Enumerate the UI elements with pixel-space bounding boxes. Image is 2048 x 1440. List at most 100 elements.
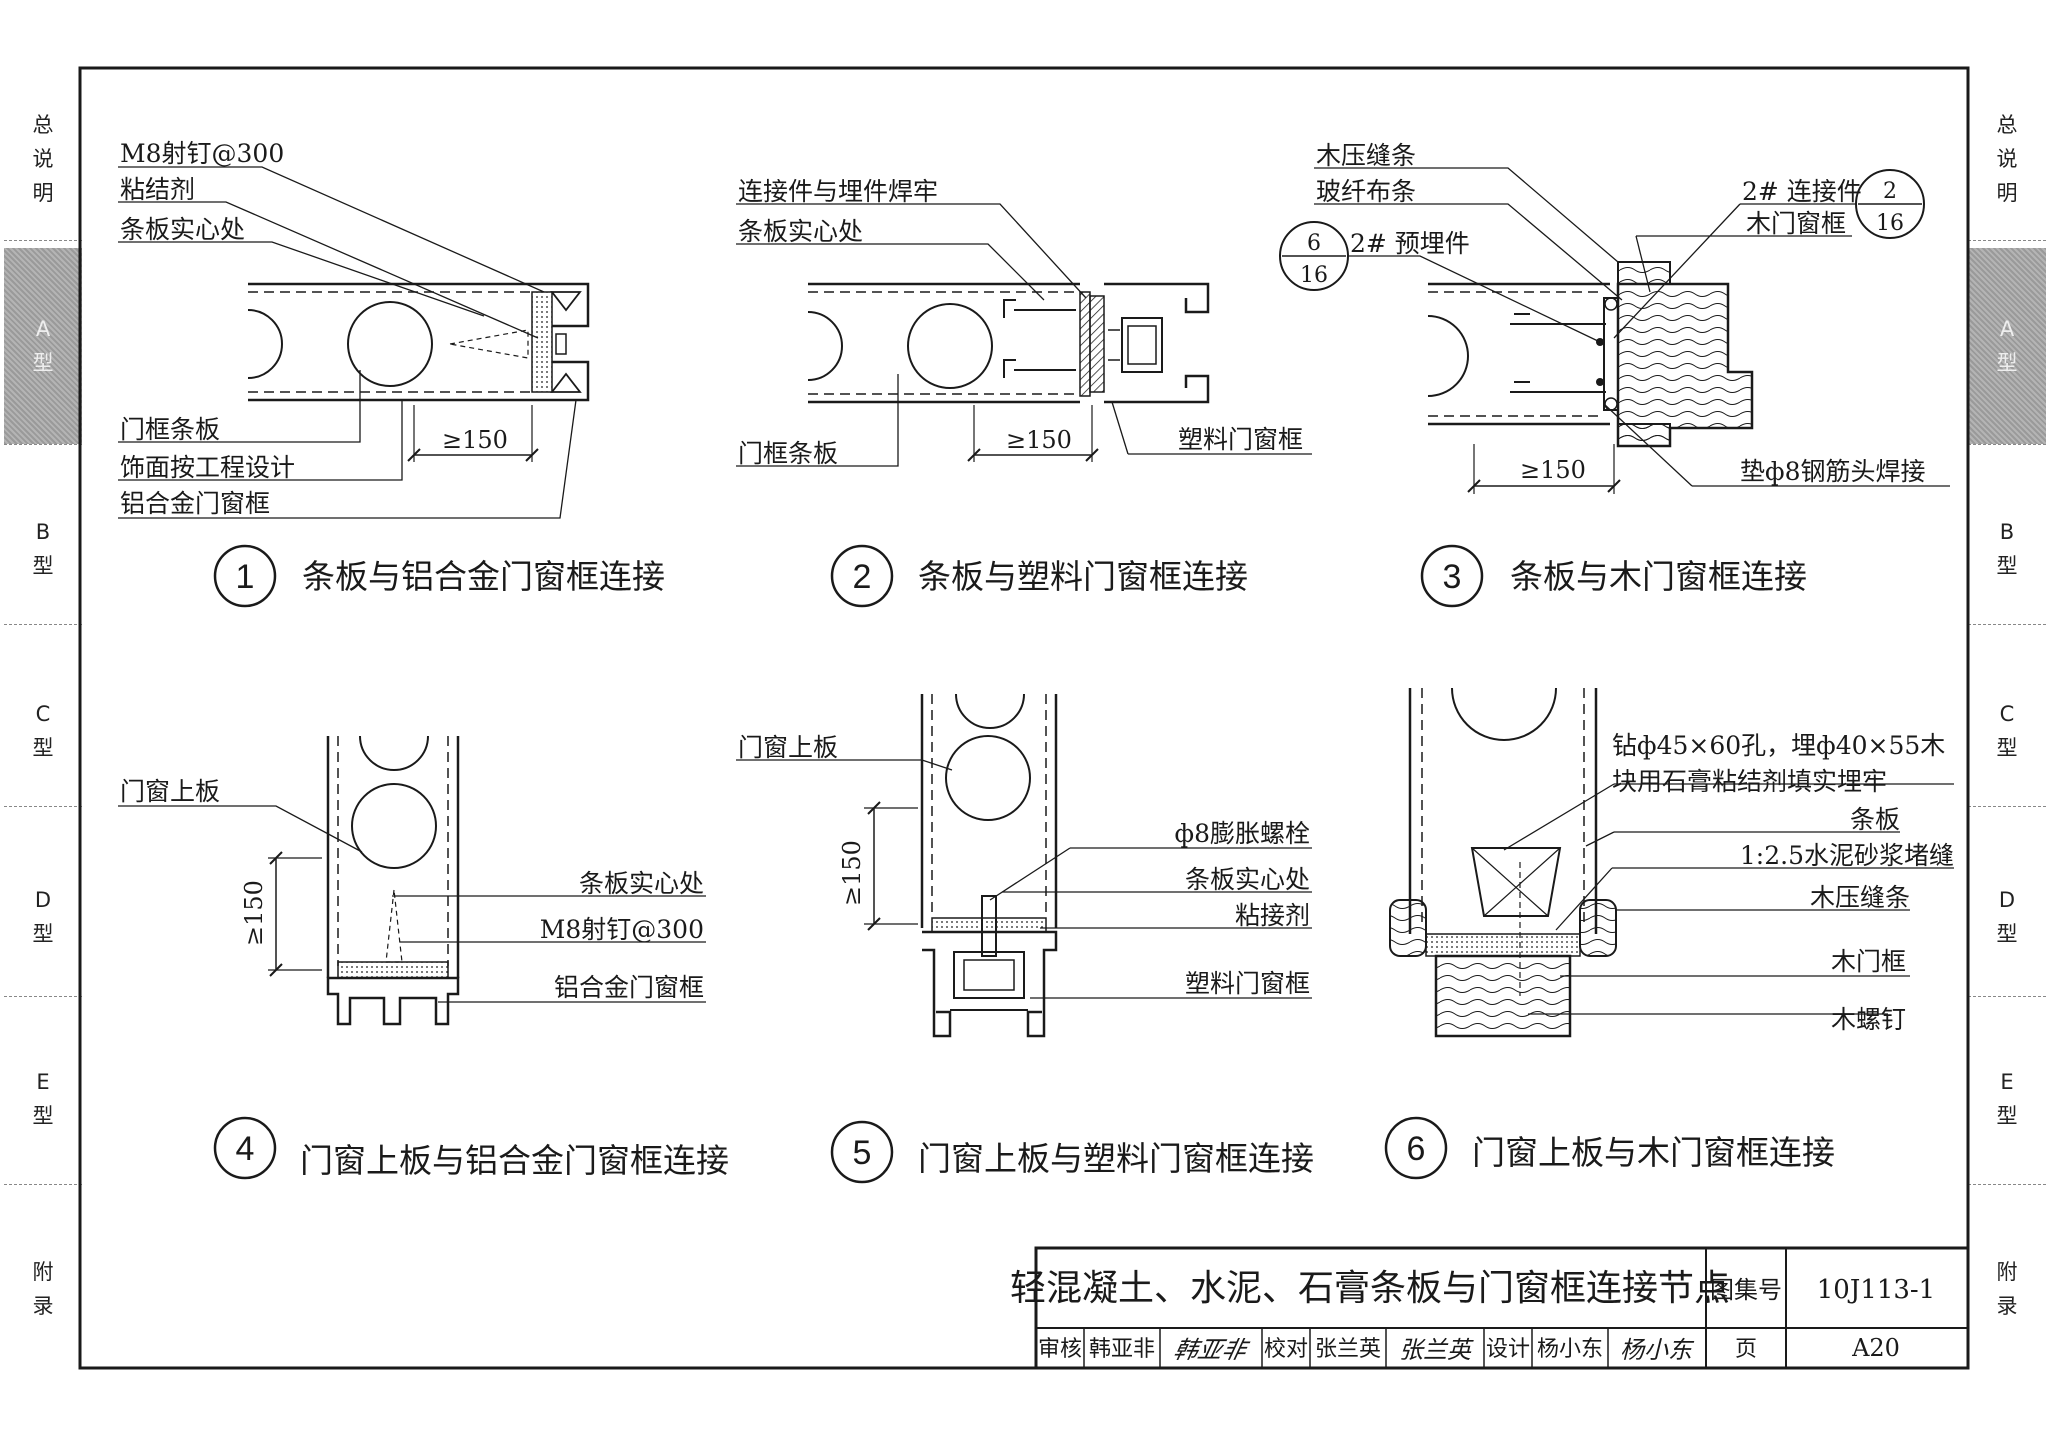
label-frame-panel: 门框条板 bbox=[738, 439, 838, 468]
section-tab-char: A bbox=[35, 317, 51, 341]
tab-divider bbox=[4, 1184, 82, 1185]
atlas-label: 图集号 bbox=[1710, 1276, 1782, 1304]
label-lintel-panel: 门窗上板 bbox=[738, 733, 838, 762]
tab-divider bbox=[4, 624, 82, 625]
section-tab-char: 说 bbox=[32, 147, 54, 171]
review-label: 审核 bbox=[1038, 1337, 1082, 1362]
section-tab-char: 型 bbox=[1996, 922, 2018, 946]
label-drill-note-2: 块用石膏粘结剂填实埋牢 bbox=[1612, 767, 1887, 796]
section-tab-char: 总 bbox=[1996, 113, 2018, 137]
detail-6 bbox=[1389, 687, 1954, 1038]
detail-3 bbox=[1279, 167, 1950, 494]
detail-5-number: 5 bbox=[853, 1134, 872, 1172]
section-tab-char: 型 bbox=[1996, 554, 2018, 578]
label-plastic-frame: 塑料门窗框 bbox=[1178, 425, 1303, 454]
section-tab-left-0[interactable]: 总说明 bbox=[4, 100, 82, 218]
ref-2-16-top: 2 bbox=[1883, 179, 1897, 204]
section-tab-char: B bbox=[1999, 520, 2015, 544]
detail-5-title: 门窗上板与塑料门窗框连接 bbox=[918, 1139, 1314, 1178]
section-tab-char: E bbox=[36, 1070, 50, 1094]
section-tab-char: 录 bbox=[32, 1294, 54, 1318]
tab-divider bbox=[1968, 996, 2046, 997]
section-tab-char: B bbox=[35, 520, 51, 544]
tab-divider bbox=[1968, 1184, 2046, 1185]
section-tab-char: 型 bbox=[1996, 736, 2018, 760]
label-weld-connector: 连接件与埋件焊牢 bbox=[738, 177, 938, 206]
label-rebar-shim: 垫ф8钢筋头焊接 bbox=[1740, 457, 1925, 486]
section-tab-char: 型 bbox=[32, 736, 54, 760]
label-adhesive: 粘结剂 bbox=[120, 175, 195, 204]
detail-2-title: 条板与塑料门窗框连接 bbox=[918, 557, 1248, 596]
section-tab-char: D bbox=[1998, 888, 2016, 912]
detail-5 bbox=[736, 693, 1312, 1038]
label-m8-nail: M8射钉@300 bbox=[120, 139, 284, 168]
section-tab-char: C bbox=[1999, 702, 2015, 726]
ref-6-16-top: 6 bbox=[1307, 231, 1321, 256]
ref-6-16-bottom: 16 bbox=[1300, 263, 1328, 288]
tab-divider bbox=[1968, 444, 2046, 445]
dimension-150: ≥150 bbox=[442, 426, 508, 454]
tab-divider bbox=[4, 240, 82, 241]
section-tab-right-6[interactable]: 附录 bbox=[1968, 1220, 2046, 1358]
label-expansion-bolt: ф8膨胀螺栓 bbox=[1175, 819, 1310, 848]
section-tab-right-0[interactable]: 总说明 bbox=[1968, 100, 2046, 218]
section-tab-char: 型 bbox=[32, 554, 54, 578]
ref-2-16-bottom: 16 bbox=[1876, 211, 1904, 236]
atlas-number: 10J113-1 bbox=[1817, 1275, 1935, 1305]
label-frame-panel: 门框条板 bbox=[120, 415, 220, 444]
section-tab-char: 说 bbox=[1996, 147, 2018, 171]
detail-1 bbox=[118, 166, 590, 519]
sheet-border bbox=[78, 66, 1970, 1370]
label-wood-strip: 木压缝条 bbox=[1316, 141, 1416, 170]
design-label: 设计 bbox=[1486, 1337, 1530, 1362]
detail-6-title: 门窗上板与木门窗框连接 bbox=[1472, 1133, 1835, 1172]
section-tab-char: 总 bbox=[32, 113, 54, 137]
section-tab-char: 型 bbox=[1996, 351, 2018, 375]
label-adhesive: 粘接剂 bbox=[1235, 901, 1310, 930]
label-wood-screw: 木螺钉 bbox=[1831, 1005, 1906, 1034]
section-tab-char: 型 bbox=[32, 351, 54, 375]
reviewer-name: 韩亚非 bbox=[1089, 1337, 1155, 1362]
label-plastic-frame: 塑料门窗框 bbox=[1185, 969, 1310, 998]
designer-signature: 杨小东 bbox=[1620, 1336, 1695, 1364]
tab-divider bbox=[1968, 624, 2046, 625]
section-tab-left-6[interactable]: 附录 bbox=[4, 1220, 82, 1358]
section-tab-char: 型 bbox=[32, 922, 54, 946]
label-embedded-part: 2# 预埋件 bbox=[1350, 229, 1470, 258]
label-m8-nail: M8射钉@300 bbox=[540, 915, 704, 944]
tab-divider bbox=[1968, 240, 2046, 241]
dimension-150: ≥150 bbox=[1006, 426, 1072, 454]
label-aluminum-frame: 铝合金门窗框 bbox=[120, 489, 270, 518]
detail-2 bbox=[736, 203, 1312, 467]
label-solid-part: 条板实心处 bbox=[738, 217, 863, 246]
section-tab-char: 附 bbox=[1996, 1260, 2018, 1284]
detail-6-number: 6 bbox=[1407, 1130, 1426, 1168]
label-drill-note-1: 钻ф45×60孔，埋ф40×55木 bbox=[1612, 731, 1945, 760]
designer-name: 杨小东 bbox=[1537, 1337, 1603, 1362]
reviewer-signature: 韩亚非 bbox=[1171, 1335, 1252, 1364]
label-connector: 2# 连接件 bbox=[1742, 177, 1862, 206]
tab-divider bbox=[4, 444, 82, 445]
section-tab-char: 型 bbox=[32, 1104, 54, 1128]
tab-divider bbox=[4, 806, 82, 807]
detail-1-title: 条板与铝合金门窗框连接 bbox=[302, 557, 665, 596]
label-solid-part: 条板实心处 bbox=[579, 869, 704, 898]
label-wood-frame: 木门窗框 bbox=[1746, 209, 1846, 238]
label-solid-part: 条板实心处 bbox=[1185, 865, 1310, 894]
detail-3-title: 条板与木门窗框连接 bbox=[1510, 557, 1807, 596]
section-tab-char: 录 bbox=[1996, 1294, 2018, 1318]
section-tab-char: 明 bbox=[32, 181, 54, 205]
section-tab-char: A bbox=[1999, 317, 2015, 341]
dimension-150: ≥150 bbox=[240, 880, 268, 946]
label-panel: 条板 bbox=[1850, 805, 1900, 834]
